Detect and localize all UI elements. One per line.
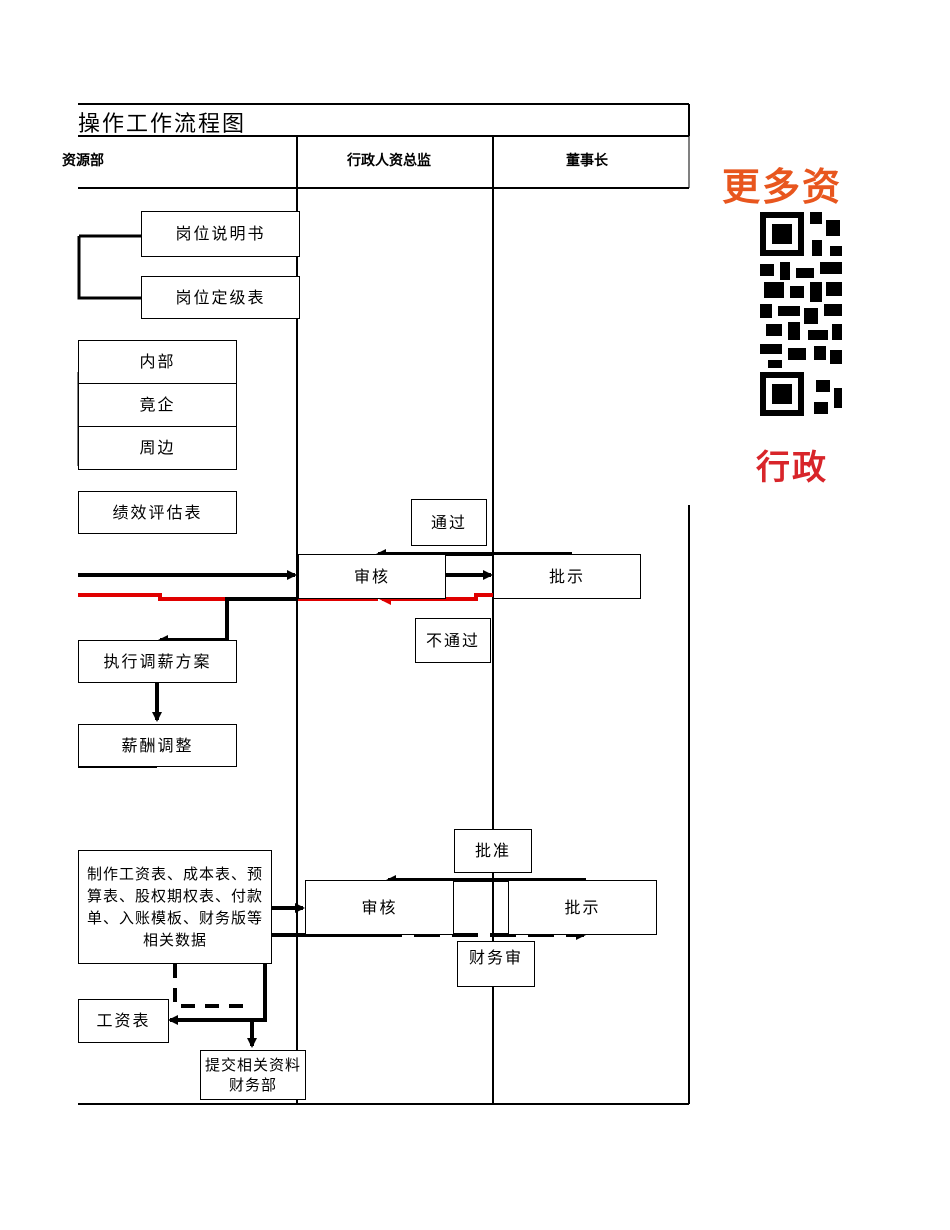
bracket-job — [77, 234, 141, 300]
make-tables-box: 制作工资表、成本表、预算表、股权期权表、付款单、入账模板、财务版等相关数据 — [78, 850, 272, 964]
competitor-box: 竟企 — [78, 383, 237, 427]
submit-finance-box: 提交相关资料财务部 — [200, 1050, 306, 1100]
column-header-admin-hr-director: 行政人资总监 — [347, 153, 431, 169]
internal-box: 内部 — [78, 340, 237, 384]
promo-panel: 更多资 行政 — [700, 140, 843, 500]
column-header-hr: 资源部 — [62, 153, 104, 169]
page-title: 操作工作流程图 — [78, 112, 247, 137]
arrow-to-submit — [247, 935, 267, 1048]
promo-footer: 行政 — [756, 448, 828, 488]
promo-headline: 更多资 — [722, 165, 843, 209]
job-description-box: 岗位说明书 — [141, 211, 300, 257]
pass-label-box: 通过 — [411, 499, 487, 546]
salary-adjust-box: 薪酬调整 — [78, 724, 237, 767]
review-box-2: 审核 — [305, 880, 454, 935]
column-header-chairman: 董事长 — [566, 153, 608, 169]
approve-box-2: 批示 — [508, 880, 657, 935]
payroll-box: 工资表 — [78, 999, 169, 1043]
qr-code-icon — [760, 212, 842, 416]
finance-review-box: 财务审 — [457, 941, 535, 987]
exec-plan-box: 执行调薪方案 — [78, 640, 237, 683]
arrow-to-exec — [158, 597, 298, 645]
performance-eval-box: 绩效评估表 — [78, 491, 237, 534]
dashed-loop — [173, 964, 250, 1008]
fail-label-box: 不通过 — [415, 618, 491, 663]
approved-label-box: 批准 — [454, 829, 532, 873]
approve-box-1: 批示 — [493, 554, 641, 599]
job-grade-box: 岗位定级表 — [141, 276, 300, 319]
review-box-1: 审核 — [298, 554, 446, 599]
surrounding-box: 周边 — [78, 426, 237, 470]
